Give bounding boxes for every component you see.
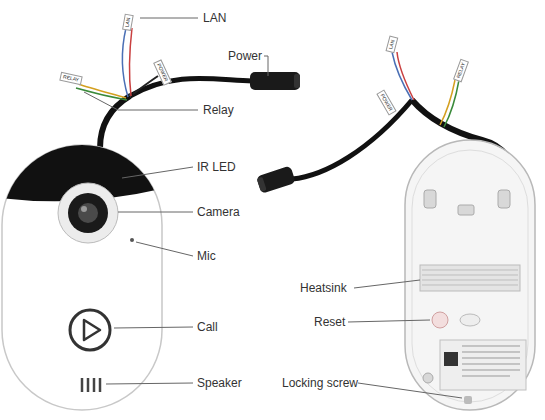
tag-text: RELAY [453, 59, 469, 83]
camera-body [68, 193, 108, 233]
part-label: IR LED [197, 159, 236, 175]
power-jack-tip [294, 74, 300, 88]
power-cable [130, 78, 252, 96]
lan-wire [392, 52, 412, 100]
relay-wire [444, 80, 459, 127]
mic-hole [130, 238, 134, 242]
part-label: LAN [203, 10, 226, 26]
tag-text: LAN [385, 36, 398, 54]
call-button [70, 310, 110, 350]
camera-ring [58, 183, 118, 243]
part-label: Relay [203, 102, 234, 118]
part-label: Mic [197, 248, 216, 264]
part-label: Heatsink [300, 280, 347, 296]
set-button [460, 314, 480, 326]
part-label: Speaker [197, 375, 242, 391]
heatsink-fins [422, 270, 518, 285]
part-label: Call [197, 319, 218, 335]
wire [133, 76, 158, 94]
back-inner-rim [412, 150, 528, 402]
part-label: Power [228, 48, 262, 64]
lens-highlight [81, 206, 87, 212]
tag-text: RELAY [59, 72, 82, 85]
tag-text: POWER [376, 89, 396, 115]
cable [100, 96, 130, 148]
power-jack [256, 166, 296, 194]
lan-wire [397, 52, 414, 100]
lan-wire [123, 28, 129, 97]
tag-text: POWER [153, 59, 172, 85]
speaker-grille [82, 378, 100, 392]
camera-lens [78, 203, 98, 223]
back-housing [405, 140, 535, 410]
locking-screw [464, 396, 472, 404]
relay-wire [76, 88, 127, 100]
leader-lines [84, 18, 462, 398]
qr-code [444, 352, 458, 366]
part-label: Reset [314, 314, 345, 330]
power-jack [250, 72, 300, 90]
part-label: Camera [197, 204, 240, 220]
sticker-lines [462, 346, 520, 376]
part-label: Locking screw [282, 375, 358, 391]
call-icon [84, 320, 100, 340]
heatsink [420, 265, 520, 291]
reset-button [432, 312, 448, 328]
lan-wire [129, 28, 132, 96]
product-sticker [440, 340, 526, 390]
